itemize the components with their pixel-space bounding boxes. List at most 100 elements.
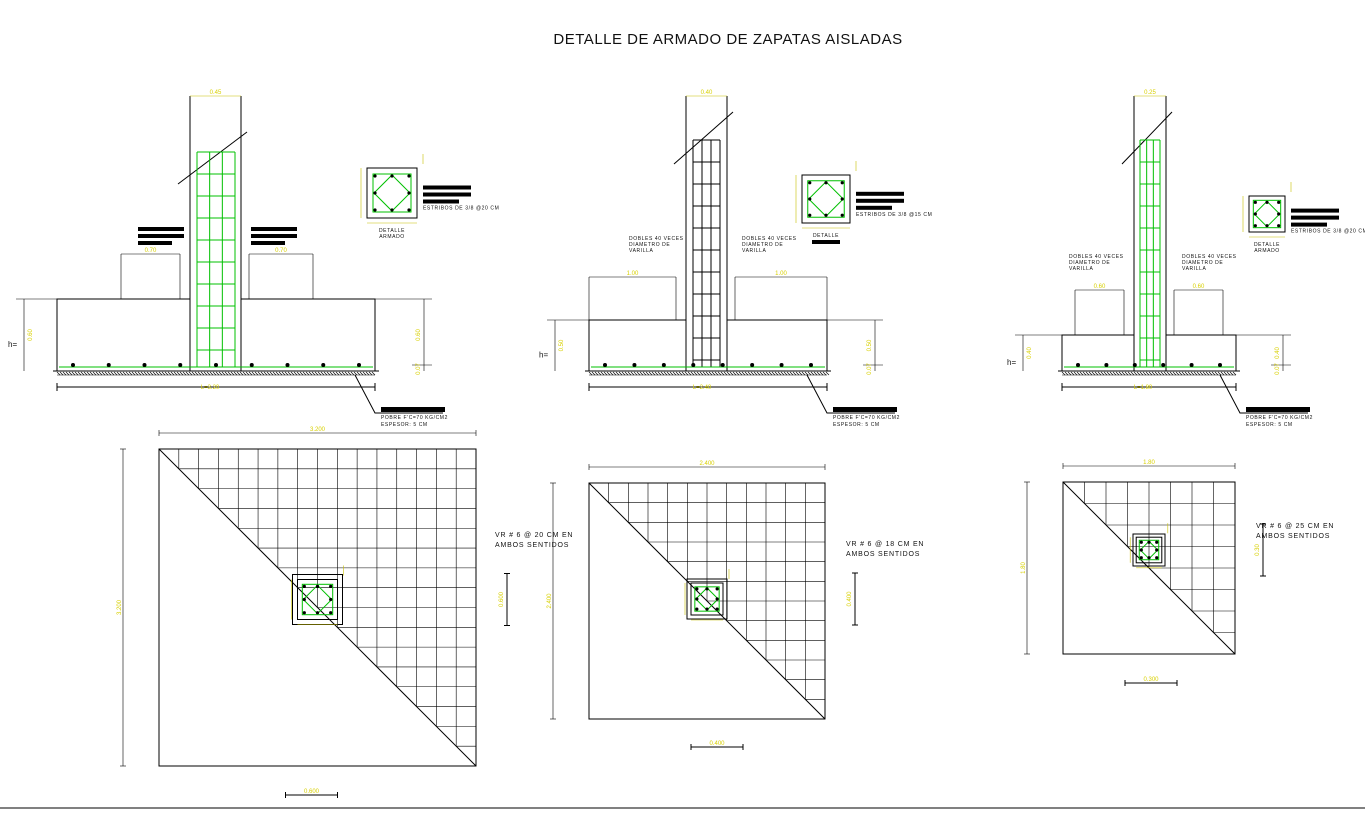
lean-concrete-hatch <box>750 371 755 376</box>
lean-concrete-hatch <box>164 371 169 376</box>
lean-concrete-hatch <box>1136 371 1141 376</box>
lean-concrete-hatch <box>152 371 157 376</box>
lean-concrete-hatch <box>95 371 100 376</box>
lean-concrete-hatch <box>1076 371 1081 376</box>
lean-concrete-hatch <box>248 371 253 376</box>
column-rebar-dot <box>695 597 699 601</box>
column-rebar-dot <box>390 174 394 178</box>
note-lean-concrete: POBRE F'C=70 KG/CM2 <box>381 415 448 421</box>
dim-h-right: 0.50 <box>867 339 873 351</box>
lean-concrete-hatch <box>371 371 376 376</box>
column-rebar-dot <box>407 208 411 212</box>
lean-concrete-hatch <box>293 371 298 376</box>
lean-concrete-hatch <box>654 371 659 376</box>
column-section-outline <box>690 582 724 616</box>
plan-dim-bottom-label: 0.300 <box>1143 677 1159 683</box>
column-section-outline <box>1248 195 1286 233</box>
dim-h-small: 0.07 <box>1275 363 1281 375</box>
column-rebar-dot <box>315 611 320 615</box>
lean-concrete-hatch <box>1112 371 1117 376</box>
lean-concrete-hatch <box>365 371 370 376</box>
lean-concrete-hatch <box>1232 371 1237 376</box>
lean-concrete-hatch <box>1175 371 1180 376</box>
dim-h-left: 0.50 <box>559 339 565 351</box>
redacted-label-bar <box>381 407 445 412</box>
dim-top-col: 0.45 <box>210 90 222 96</box>
dim-right-ped: 0.70 <box>275 248 287 254</box>
footing-rebar-dot <box>1132 363 1137 367</box>
lean-concrete-hatch <box>627 371 632 376</box>
lean-concrete-hatch <box>807 371 812 376</box>
column-rebar-dot <box>1265 224 1269 228</box>
dim-left-ped: 0.60 <box>1094 284 1106 290</box>
lean-concrete-hatch <box>1178 371 1183 376</box>
column-rebar-dot <box>1155 548 1159 552</box>
lean-concrete-hatch <box>816 371 821 376</box>
plan-dim-bottom-label: 0.600 <box>304 789 320 795</box>
column-rebar-dot <box>840 213 844 217</box>
column-rebar-dot <box>329 611 333 615</box>
lean-concrete-hatch <box>801 371 806 376</box>
rebar-note-1: VR # 6 @ 20 CM EN <box>495 532 573 539</box>
footing-rebar-dot <box>603 363 607 367</box>
detail-label-2: ARMADO <box>379 234 405 240</box>
lean-concrete-hatch <box>98 371 103 376</box>
column-rebar-dot <box>302 611 306 615</box>
lean-concrete-hatch <box>137 371 142 376</box>
column-rebar-dot <box>1277 224 1281 228</box>
footing-rebar-dot <box>1161 363 1166 367</box>
lean-concrete-hatch <box>287 371 292 376</box>
lean-concrete-hatch <box>341 371 346 376</box>
detail-label-2: ARMADO <box>1254 248 1280 254</box>
footing-rebar-dot <box>1189 363 1194 367</box>
lean-concrete-hatch <box>320 371 325 376</box>
plan-dim-top-label: 3.200 <box>310 427 326 433</box>
plan-column-outline <box>1132 533 1166 567</box>
plan-dim-left-label: 1.80 <box>1021 562 1027 574</box>
column-rebar-dot <box>705 607 709 611</box>
lean-concrete-hatch <box>134 371 139 376</box>
redacted-label-bar <box>856 191 904 196</box>
lean-concrete-hatch <box>819 371 824 376</box>
column-rebar-dot <box>808 213 812 217</box>
lean-concrete-hatch <box>612 371 617 376</box>
footing-rebar-dot <box>142 363 147 367</box>
lean-concrete-hatch <box>1100 371 1105 376</box>
plan-diagonal <box>158 448 477 767</box>
lean-concrete-hatch <box>792 371 797 376</box>
lean-concrete-hatch <box>101 371 106 376</box>
lean-concrete-hatch <box>107 371 112 376</box>
lean-concrete-hatch <box>56 371 61 376</box>
lean-concrete-hatch <box>1133 371 1138 376</box>
detail-label: DETALLE <box>379 228 405 234</box>
column-rebar-dot <box>1253 200 1257 204</box>
column-section-outline <box>1135 536 1163 564</box>
dim-right-ped: 0.60 <box>1193 284 1205 290</box>
lean-concrete-hatch <box>332 371 337 376</box>
lean-concrete-hatch <box>735 371 740 376</box>
lean-concrete-hatch <box>1079 371 1084 376</box>
lean-concrete-hatch <box>1160 371 1165 376</box>
lean-concrete-hatch <box>663 371 668 376</box>
lean-concrete-hatch <box>257 371 262 376</box>
plan-column-outline <box>686 578 728 620</box>
lean-concrete-hatch <box>281 371 286 376</box>
lean-concrete-hatch <box>771 371 776 376</box>
column-rebar-dot <box>1253 224 1257 228</box>
note-lean-concrete: POBRE F'C=70 KG/CM2 <box>833 415 900 421</box>
redacted-label-bar <box>423 192 471 197</box>
note-bend-right: DIAMETRO DE <box>1182 260 1223 266</box>
lean-concrete-hatch <box>1151 371 1156 376</box>
lean-concrete-hatch <box>1187 371 1192 376</box>
plan-diagonal <box>588 482 826 720</box>
lean-concrete-hatch <box>302 371 307 376</box>
column-rebar-dot <box>1253 212 1257 216</box>
lean-concrete-hatch <box>170 371 175 376</box>
lean-concrete-hatch <box>1109 371 1114 376</box>
lean-concrete-hatch <box>311 371 316 376</box>
lean-concrete-hatch <box>798 371 803 376</box>
lean-concrete-hatch <box>290 371 295 376</box>
lean-concrete-hatch <box>194 371 199 376</box>
lean-concrete-hatch <box>353 371 358 376</box>
lean-concrete-hatch <box>212 371 217 376</box>
